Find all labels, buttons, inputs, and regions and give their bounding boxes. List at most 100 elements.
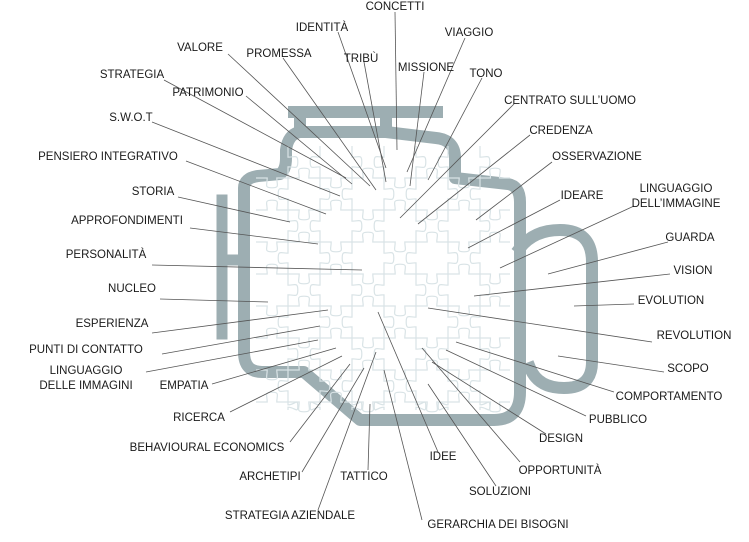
label-gerarchia: GERARCHIA DEI BISOGNI — [427, 519, 568, 531]
label-personalita: PERSONALITÀ — [66, 248, 147, 261]
leader-tattico — [367, 403, 371, 471]
label-evolution: EVOLUTION — [638, 295, 704, 307]
puzzle-col-line — [437, 146, 459, 411]
label-credenza: CREDENZA — [529, 125, 593, 137]
puzzle-col-line — [277, 146, 299, 411]
label-tono: TONO — [469, 68, 502, 80]
label-revolution: REVOLUTION — [657, 330, 732, 342]
puzzle-row-line — [256, 263, 510, 285]
label-behavioural: BEHAVIOURAL ECONOMICS — [130, 442, 285, 454]
label-swot: S.W.O.T — [109, 112, 152, 124]
label-opportunita: OPPORTUNITÀ — [519, 464, 602, 477]
leader-strategia-aziendale — [317, 351, 377, 511]
leader-promessa — [282, 57, 377, 191]
label-ling-imm-2: DELL’IMMAGINE — [632, 198, 721, 210]
label-pensiero: PENSIERO INTEGRATIVO — [38, 151, 178, 163]
puzzle-col-line — [309, 146, 331, 411]
engine-right-pipe — [511, 224, 598, 394]
leader-credenza — [417, 134, 531, 225]
leader-ricerca — [229, 355, 343, 413]
puzzle-col-line — [373, 146, 395, 411]
leader-opportunita — [421, 347, 521, 463]
leader-valore — [227, 53, 371, 187]
puzzle-row-line — [256, 231, 510, 253]
leader-esperienza — [151, 309, 329, 334]
label-missione: MISSIONE — [398, 62, 455, 74]
leader-centrato — [399, 103, 515, 219]
label-design: DESIGN — [539, 433, 583, 445]
label-archetipi: ARCHETIPI — [239, 471, 300, 483]
engine-body — [238, 126, 526, 426]
leader-soluzioni — [427, 383, 497, 487]
labels: CONCETTI IDENTITÀ VIAGGIO VALORE PROMESS… — [29, 1, 731, 531]
leader-archetipi — [301, 367, 365, 473]
label-identita: IDENTITÀ — [296, 21, 349, 34]
label-empatia: EMPATIA — [160, 380, 209, 392]
leader-ling-imm — [499, 205, 635, 269]
leader-lines — [145, 11, 671, 521]
label-punti: PUNTI DI CONTATTO — [29, 344, 143, 356]
leader-revolution — [427, 307, 653, 343]
leader-guarda — [547, 241, 669, 275]
leader-identita — [337, 31, 387, 169]
label-storia: STORIA — [132, 186, 175, 198]
leader-empatia — [211, 347, 337, 385]
leader-scopo — [557, 355, 665, 373]
label-vision: VISION — [674, 265, 713, 277]
leader-punti — [161, 325, 321, 355]
leader-osservazione — [475, 161, 553, 221]
puzzle-row-line — [256, 295, 510, 317]
label-ling-imm2-2: DELLE IMMAGINI — [39, 380, 132, 392]
label-soluzioni: SOLUZIONI — [469, 486, 531, 498]
label-esperienza: ESPERIENZA — [76, 318, 149, 330]
leader-concetti — [394, 11, 398, 151]
label-promessa: PROMESSA — [246, 48, 312, 60]
leader-storia — [177, 196, 291, 223]
leader-behavioural — [289, 363, 351, 443]
leader-design — [431, 361, 547, 435]
leader-viaggio — [406, 37, 466, 173]
leader-missione — [409, 71, 425, 187]
label-tattico: TATTICO — [340, 471, 388, 483]
leader-patrimonio — [245, 95, 353, 185]
label-ling-imm-1: LINGUAGGIO — [640, 183, 713, 195]
leader-personalita — [151, 264, 363, 271]
leader-approfondimenti — [189, 227, 319, 245]
leader-idee — [377, 311, 439, 453]
label-scopo: SCOPO — [667, 363, 709, 375]
label-tribu: TRIBÙ — [344, 52, 379, 65]
leader-ideare — [467, 199, 561, 249]
leader-evolution — [573, 303, 635, 307]
leader-swot — [151, 121, 341, 197]
leader-gerarchia — [383, 369, 423, 521]
label-concetti: CONCETTI — [366, 1, 425, 13]
puzzle-row-line — [256, 199, 510, 221]
leader-nucleo — [159, 298, 269, 303]
leader-strategia — [163, 79, 347, 179]
label-idee: IDEE — [430, 451, 457, 463]
label-patrimonio: PATRIMONIO — [172, 87, 243, 99]
label-ricerca: RICERCA — [173, 412, 225, 424]
label-strategia: STRATEGIA — [100, 69, 165, 81]
label-ling-imm2-1: LINGUAGGIO — [50, 365, 123, 377]
label-guarda: GUARDA — [665, 232, 715, 244]
puzzle-col-line — [341, 146, 363, 411]
leader-pubblico — [445, 349, 587, 417]
leader-comportamento — [455, 341, 615, 393]
leader-vision — [473, 273, 671, 297]
label-valore: VALORE — [177, 42, 223, 54]
leader-tono — [427, 77, 483, 181]
label-centrato: CENTRATO SULL’UOMO — [504, 95, 636, 107]
puzzle-row-line — [256, 327, 510, 349]
label-approfondimenti: APPROFONDIMENTI — [71, 215, 183, 227]
label-viaggio: VIAGGIO — [445, 27, 494, 39]
label-nucleo: NUCLEO — [108, 283, 156, 295]
label-comportamento: COMPORTAMENTO — [616, 391, 723, 403]
leader-pensiero — [185, 160, 327, 215]
puzzle-col-line — [405, 146, 427, 411]
leader-tribu — [363, 61, 387, 183]
label-pubblico: PUBBLICO — [589, 414, 647, 426]
label-ideare: IDEARE — [561, 190, 604, 202]
label-osservazione: OSSERVAZIONE — [552, 151, 642, 163]
